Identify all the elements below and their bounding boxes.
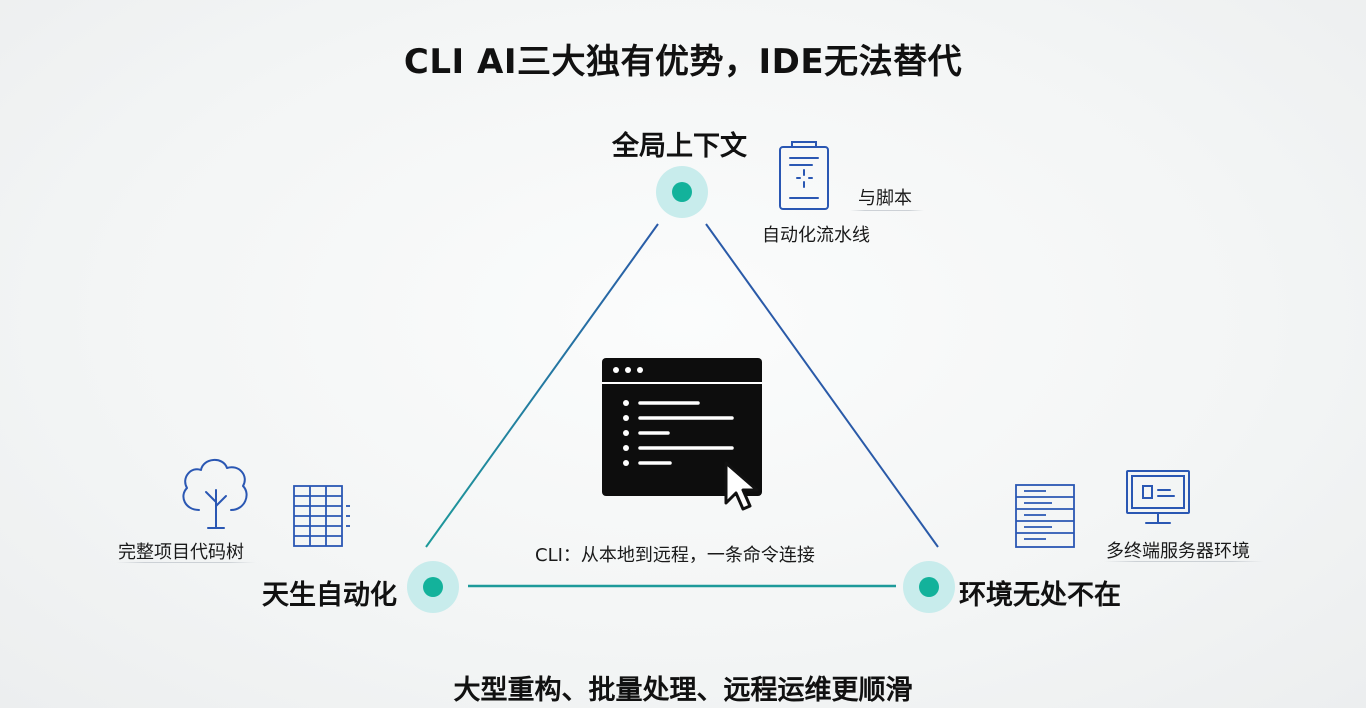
edge-top-right (705, 223, 939, 548)
node-top-side-label-1: 与脚本 (858, 188, 912, 209)
node-top-side-label-2: 自动化流水线 (762, 225, 870, 246)
underline (850, 210, 924, 211)
underline (1104, 561, 1264, 562)
grid-table-icon (293, 485, 350, 547)
node-top-dot (656, 166, 708, 218)
tree-icon (182, 459, 248, 529)
underline (116, 562, 256, 563)
node-left-side-label: 完整项目代码树 (118, 542, 244, 563)
footer-caption: 大型重构、批量处理、远程运维更顺滑 (453, 675, 913, 706)
node-left-dot (407, 561, 459, 613)
node-right-side-label: 多终端服务器环境 (1106, 541, 1250, 562)
monitor-icon (1126, 470, 1190, 524)
edge-top-left (425, 223, 659, 548)
node-top-label: 全局上下文 (612, 131, 747, 162)
diagram-title: CLI AI三大独有优势，IDE无法替代 (403, 42, 963, 82)
center-caption: CLI：从本地到远程，一条命令连接 (535, 545, 815, 566)
node-left-label: 天生自动化 (262, 580, 397, 611)
server-rack-icon (1015, 484, 1075, 548)
terminal-window-icon (602, 358, 762, 511)
node-right-label: 环境无处不在 (959, 580, 1121, 611)
clipboard-icon (779, 141, 829, 210)
node-right-dot (903, 561, 955, 613)
cursor-arrow-icon (724, 461, 759, 511)
